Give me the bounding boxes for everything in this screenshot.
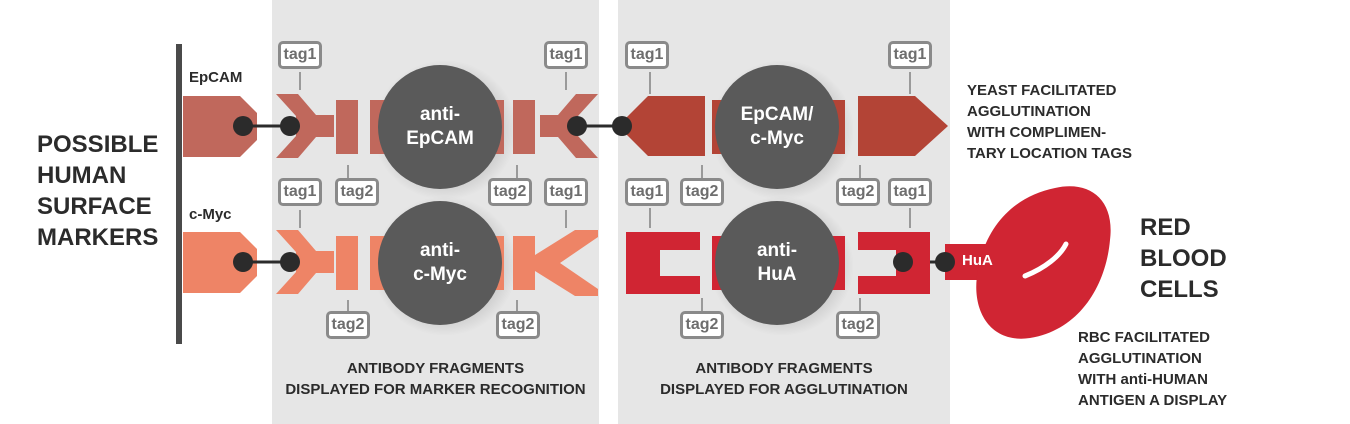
tag1-badge: tag1	[544, 178, 588, 206]
anti-cmyc-label: anti-c-Myc	[413, 240, 467, 285]
agglutination-right-arrow	[858, 96, 948, 156]
tag2-badge: tag2	[680, 178, 724, 206]
tag1-badge: tag1	[544, 41, 588, 69]
tag1-badge: tag1	[888, 178, 932, 206]
epcam-left-fork	[276, 94, 334, 158]
cell-membrane-bar	[176, 44, 182, 344]
tag2-badge: tag2	[496, 311, 540, 339]
epcam-marker-shape	[183, 96, 257, 157]
agglutination-left-arrow	[618, 96, 705, 156]
title-line-4: MARKERS	[37, 224, 159, 251]
tag2-badge: tag2	[680, 311, 724, 339]
anti-epcam-circle	[378, 65, 502, 189]
tag1-badge: tag1	[888, 41, 932, 69]
possible-human-surface-markers-title: POSSIBLE HUMAN SURFACE MARKERS	[37, 129, 158, 253]
red-blood-cell	[976, 186, 1111, 339]
anti-cmyc-circle	[378, 201, 502, 325]
epcam-cmyc-label: EpCAM/c-Myc	[740, 104, 814, 149]
tag1-badge: tag1	[625, 178, 669, 206]
anti-hua-circle	[715, 201, 839, 325]
hua-left-bracket	[626, 232, 700, 294]
epcam-left-block-1	[336, 100, 358, 154]
tag1-badge: tag1	[625, 41, 669, 69]
epcam-right-block-2	[513, 100, 535, 154]
tag1-badge: tag1	[278, 178, 322, 206]
title-line-2: HUMAN	[37, 162, 127, 189]
tag2-badge: tag2	[326, 311, 370, 339]
tag2-badge: tag2	[836, 311, 880, 339]
cmyc-right-fork	[513, 230, 598, 296]
epcam-cmyc-circle	[715, 65, 839, 189]
cmyc-left-fork	[276, 230, 334, 294]
anti-hua-label: anti-HuA	[756, 240, 798, 285]
tag2-badge: tag2	[488, 178, 532, 206]
tag2-badge: tag2	[335, 178, 379, 206]
anti-epcam-label: anti-EpCAM	[406, 104, 474, 149]
tag1-badge: tag1	[278, 41, 322, 69]
hua-marker-label: HuA	[962, 252, 993, 269]
title-line-1: POSSIBLE	[37, 131, 159, 158]
tag2-badge: tag2	[836, 178, 880, 206]
title-line-3: SURFACE	[37, 193, 152, 220]
cmyc-marker-label: c-Myc	[189, 206, 232, 223]
hua-right-bracket	[858, 232, 930, 294]
epcam-marker-label: EpCAM	[189, 69, 243, 86]
cmyc-marker-shape	[183, 232, 257, 293]
cmyc-left-block-1	[336, 236, 358, 290]
